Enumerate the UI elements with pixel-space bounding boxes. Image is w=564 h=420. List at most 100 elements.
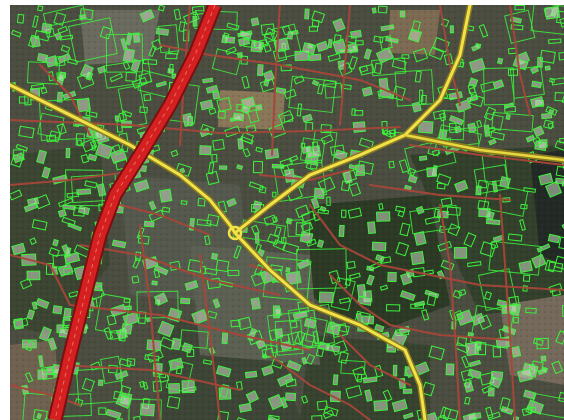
local-road [269,354,371,420]
building-footprint [239,135,254,145]
building-footprint [204,267,218,276]
local-road [499,194,516,420]
building-footprint [142,381,149,390]
building-footprint [186,348,195,358]
building-footprint [167,68,175,74]
building-footprint [79,63,94,79]
building-footprint [366,274,375,286]
building-footprint [130,58,141,73]
building-footprint [337,351,349,364]
building-footprint [119,385,132,399]
building-footprint [272,239,286,251]
building-footprint [530,65,540,75]
building-footprint [158,372,170,383]
building-footprint [454,179,469,193]
building-footprint [311,19,320,28]
building-footprint [155,80,167,88]
building-footprint [18,96,29,104]
building-footprint [219,165,228,170]
building-footprint [99,26,112,40]
building-footprint [522,274,531,282]
parcel-outline [296,248,348,290]
building-footprint [148,45,157,58]
building-footprint [332,17,346,33]
building-footprint [36,412,42,420]
parcel-outline [404,137,457,174]
building-footprint [332,374,339,386]
building-footprint [475,345,482,352]
building-footprint [471,43,481,52]
building-footprint [541,112,553,120]
building-footprint [81,377,95,392]
building-footprint [488,375,503,389]
building-footprint [159,188,173,203]
building-footprint [395,241,410,257]
building-footprint [285,392,297,402]
building-footprint [206,213,220,227]
building-footprint [133,179,150,193]
building-footprint [118,357,132,368]
local-road [339,334,411,386]
building-footprint [181,380,195,394]
parcel-outline [340,359,366,376]
building-footprint [76,188,92,196]
building-footprint [487,411,501,420]
building-footprint [306,238,317,247]
building-footprint [555,177,564,185]
parcel-outline [370,57,407,77]
building-footprint [351,108,356,116]
building-footprint [224,36,236,44]
building-footprint [219,384,230,398]
building-footprint [205,170,220,186]
parcel-outline [491,111,534,133]
building-footprint [287,331,301,346]
local-road [69,304,311,351]
building-footprint [410,303,425,309]
building-footprint [272,191,277,198]
building-footprint [509,16,523,24]
building-footprint [125,71,138,82]
building-footprint [237,316,252,331]
building-footprint [180,200,188,205]
building-footprint [316,83,325,95]
building-footprint [98,407,107,415]
building-footprint [345,384,363,399]
building-footprint [46,366,54,375]
building-footprint [388,160,395,169]
local-road [329,274,511,341]
building-footprint [513,317,519,324]
building-footprint [57,25,68,34]
building-footprint [327,53,341,62]
map-view[interactable] [10,5,564,420]
building-footprint [205,84,219,94]
building-footprint [10,154,24,168]
building-footprint [262,69,275,83]
building-footprint [157,5,166,12]
building-footprint [399,10,406,18]
building-footprint [326,196,331,206]
parcel-outline [530,392,564,419]
building-footprint [285,378,297,388]
building-footprint [245,390,260,404]
local-road [271,5,281,156]
building-footprint [233,245,242,259]
building-footprint [532,337,544,346]
building-footprint [268,123,286,139]
building-footprint [313,187,325,199]
building-footprint [292,310,308,320]
building-footprint [165,53,178,60]
building-footprint [463,380,474,393]
building-footprint [109,72,123,83]
building-footprint [153,264,169,276]
building-footprint [507,233,523,242]
building-footprint [285,267,291,273]
building-footprint [504,105,517,113]
building-footprint [10,189,23,201]
building-footprint [432,109,447,120]
building-footprint [462,412,478,420]
building-footprint [279,396,288,409]
building-footprint [373,399,389,412]
building-footprint [456,336,468,347]
building-footprint [252,160,264,174]
building-footprint [85,110,98,118]
